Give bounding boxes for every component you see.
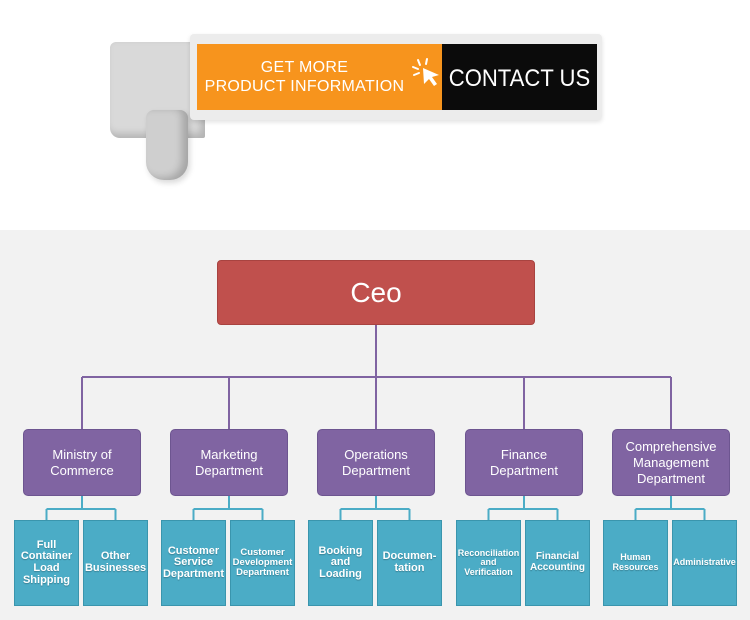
- sub-unit-label: Reconciliation and Verification: [457, 547, 520, 577]
- product-info-panel[interactable]: [197, 44, 442, 110]
- sub-unit-box: Full Container Load Shipping: [14, 520, 79, 606]
- sub-unit-label: Customer Service Department: [162, 544, 225, 580]
- sub-unit-label: Financial Accounting: [530, 551, 585, 573]
- sub-unit-box: Reconciliation and Verification: [456, 520, 521, 606]
- click-cursor-icon: [410, 56, 444, 90]
- sub-unit-box: Documen-tation: [377, 520, 442, 606]
- sub-unit-label: Booking and Loading: [318, 544, 363, 580]
- sub-unit-label: Administrative: [673, 557, 736, 568]
- department-box: Finance Department: [465, 429, 583, 496]
- contact-us-button[interactable]: CONTACT US: [448, 65, 591, 92]
- contact-banner: GET MORE PRODUCT INFORMATION CONTACT US: [0, 0, 750, 200]
- sub-unit-label: Human Resources: [612, 552, 659, 572]
- department-label: Operations Department: [342, 446, 410, 478]
- department-box: Operations Department: [317, 429, 435, 496]
- department-label: Finance Department: [490, 446, 558, 478]
- contact-panel: [442, 44, 597, 110]
- paper-curl: [146, 110, 188, 180]
- department-label: Comprehensive Management Department: [625, 438, 717, 486]
- department-box: Marketing Department: [170, 429, 288, 496]
- department-label: Ministry of Commerce: [50, 446, 114, 478]
- sub-unit-label: Customer Development Department: [232, 546, 293, 579]
- ceo-box: Ceo: [217, 260, 535, 325]
- department-box: Comprehensive Management Department: [612, 429, 730, 496]
- sub-unit-box: Human Resources: [603, 520, 668, 606]
- product-info-text[interactable]: GET MORE PRODUCT INFORMATION: [197, 58, 412, 96]
- department-label: Marketing Department: [195, 446, 263, 478]
- sub-unit-box: Customer Service Department: [161, 520, 226, 606]
- sub-unit-box: Booking and Loading: [308, 520, 373, 606]
- info-line-2: PRODUCT INFORMATION: [204, 78, 405, 95]
- sub-unit-box: Administrative: [672, 520, 737, 606]
- sub-unit-box: Customer Development Department: [230, 520, 295, 606]
- department-box: Ministry of Commerce: [23, 429, 141, 496]
- sub-unit-label: Full Container Load Shipping: [20, 538, 73, 586]
- info-line-1: GET MORE: [260, 59, 349, 76]
- sub-unit-box: Financial Accounting: [525, 520, 590, 606]
- sub-unit-box: Other Businesses: [83, 520, 148, 606]
- sub-unit-label: Other Businesses: [84, 550, 147, 574]
- sub-unit-label: Documen-tation: [382, 550, 437, 574]
